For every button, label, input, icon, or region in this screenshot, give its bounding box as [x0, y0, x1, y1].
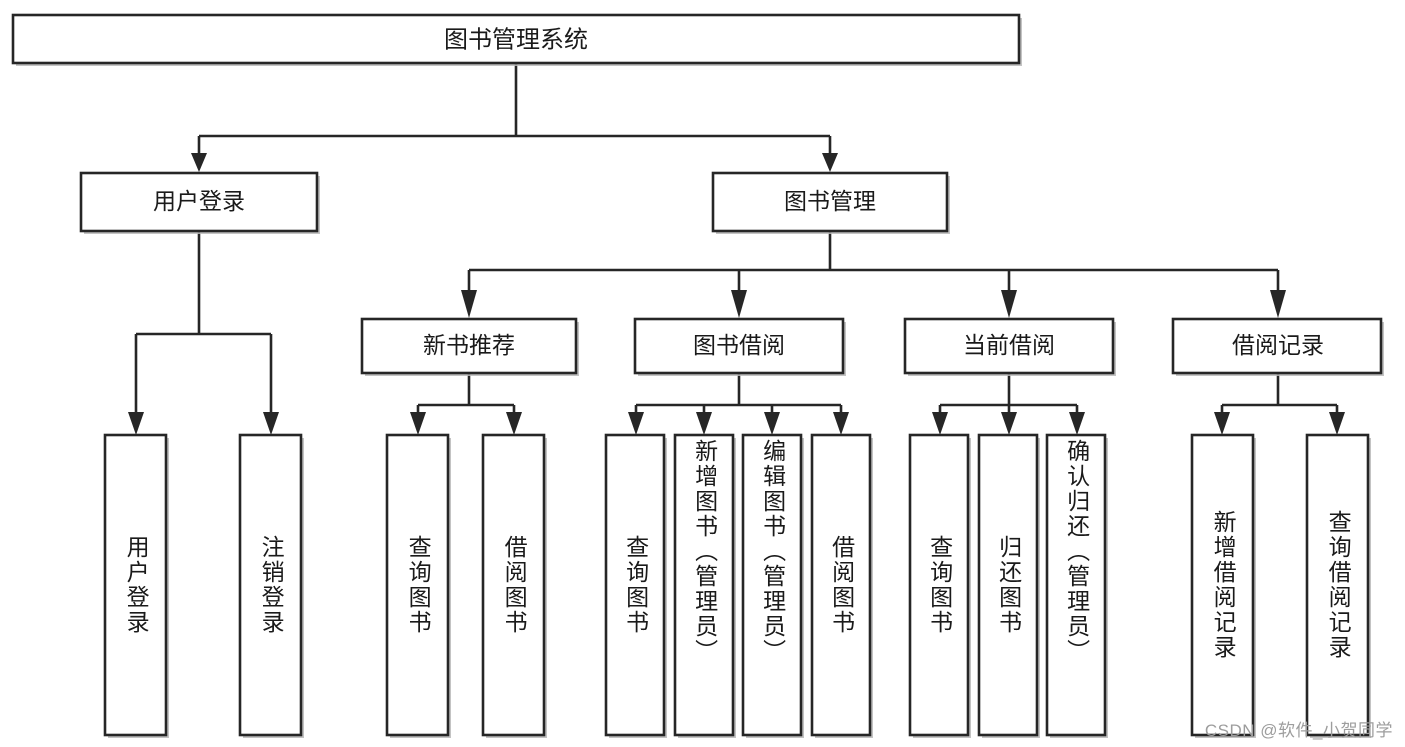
arrow-new-book-leaf1	[410, 412, 426, 435]
arrow-book-borrow-leaf4	[833, 412, 849, 435]
csdn-watermark: CSDN @软件_小贺同学	[1204, 721, 1393, 740]
borrow-record-node-label: 借阅记录	[1232, 332, 1324, 358]
new-book-node-label: 新书推荐	[423, 332, 515, 358]
arrow-bm-to-current-borrow	[1001, 290, 1017, 318]
arrow-book-borrow-leaf2	[696, 412, 712, 435]
current-borrow-node-box[interactable]	[903, 317, 1115, 375]
root-node-box[interactable]	[11, 13, 1021, 65]
arrow-current-borrow-leaf3	[1069, 412, 1085, 435]
leaf-bb-add-box[interactable]	[673, 433, 735, 737]
arrow-bm-to-book-borrow	[731, 290, 747, 318]
root-node-label: 图书管理系统	[444, 26, 588, 53]
book-borrow-node-label: 图书借阅	[693, 332, 785, 358]
arrow-new-book-leaf2	[506, 412, 522, 435]
leaf-cb-confirm-box[interactable]	[1045, 433, 1107, 737]
arrow-borrow-record-leaf1	[1214, 412, 1230, 435]
arrow-book-borrow-leaf1	[628, 412, 644, 435]
current-borrow-node-label: 当前借阅	[963, 332, 1055, 358]
arrow-bm-to-borrow-record	[1270, 290, 1286, 318]
node-layer: 图书管理系统 用户登录 图书管理 新书推荐 图书借阅 当前借阅 借阅记录	[11, 13, 1384, 738]
book-borrow-node-box[interactable]	[633, 317, 845, 375]
book-manage-node-box[interactable]	[711, 171, 949, 233]
arrow-user-login-leaf1	[128, 412, 144, 435]
leaf-cb-query-box[interactable]	[908, 433, 970, 737]
arrow-borrow-record-leaf2	[1329, 412, 1345, 435]
user-login-node-label: 用户登录	[153, 188, 245, 214]
leaf-bb-edit-box[interactable]	[741, 433, 803, 737]
arrow-user-login-leaf2	[263, 412, 279, 435]
connector-layer	[128, 64, 1345, 435]
borrow-record-node-box[interactable]	[1171, 317, 1383, 375]
leaf-cb-return-box[interactable]	[977, 433, 1039, 737]
arrow-root-to-book-manage	[822, 153, 838, 172]
arrow-book-borrow-leaf3	[764, 412, 780, 435]
leaf-bb-query-box[interactable]	[604, 433, 666, 737]
arrow-root-to-user-login	[191, 153, 207, 172]
arrow-current-borrow-leaf1	[932, 412, 948, 435]
new-book-node-box[interactable]	[360, 317, 578, 375]
arrow-current-borrow-leaf2	[1001, 412, 1017, 435]
leaf-user-login-box[interactable]	[103, 433, 168, 737]
user-login-node-box[interactable]	[79, 171, 319, 233]
leaf-br-add-box[interactable]	[1190, 433, 1255, 737]
leaf-br-query-box[interactable]	[1305, 433, 1370, 737]
leaf-logout-box[interactable]	[238, 433, 303, 737]
leaf-nb-borrow-box[interactable]	[481, 433, 546, 737]
leaf-nb-query-box[interactable]	[385, 433, 450, 737]
arrow-bm-to-new-book	[461, 290, 477, 318]
leaf-bb-borrow-box[interactable]	[810, 433, 872, 737]
book-manage-node-label: 图书管理	[784, 188, 876, 214]
